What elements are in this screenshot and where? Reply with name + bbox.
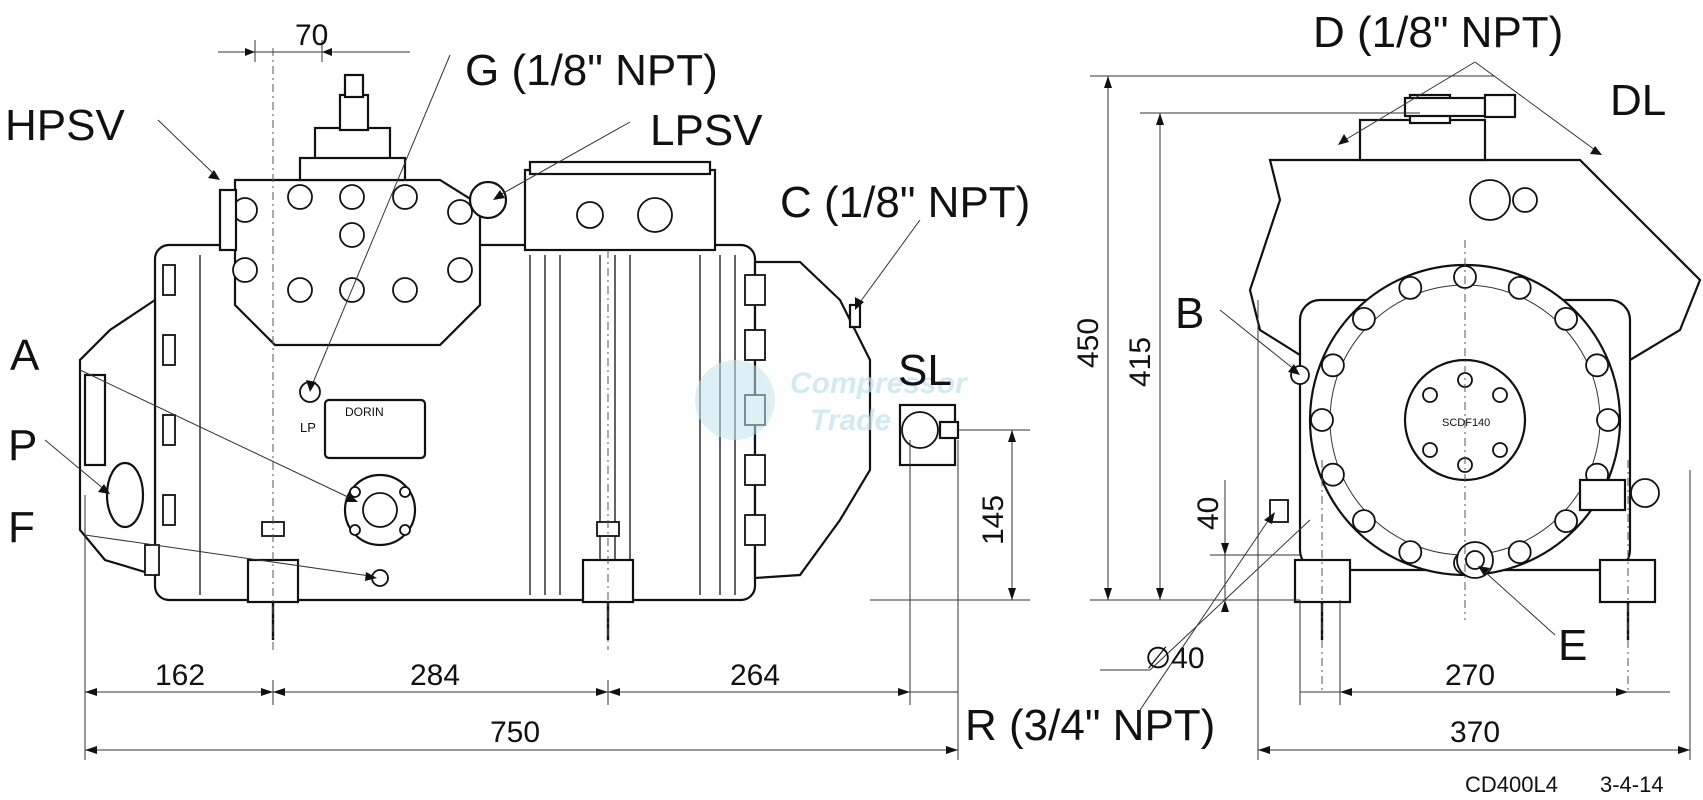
head-bolt bbox=[392, 277, 418, 303]
nameplate-text: DORIN bbox=[345, 405, 384, 419]
head-bolt bbox=[287, 277, 313, 303]
dimension-values: 70 162 284 264 750 145 450 415 40 ∅40 27… bbox=[155, 19, 1500, 749]
labels: HPSV G (1/8" NPT) LPSV C (1/8" NPT) A P … bbox=[5, 8, 1666, 750]
lp-label: LP bbox=[300, 420, 316, 435]
disk-bolt bbox=[1507, 275, 1532, 300]
head-bolt bbox=[287, 184, 313, 210]
terminal-box-lid bbox=[528, 160, 712, 176]
head-bolt bbox=[232, 257, 258, 283]
suction-nipple bbox=[938, 420, 960, 440]
dim-415: 415 bbox=[1124, 337, 1157, 387]
mount-bolt bbox=[1269, 499, 1289, 523]
disk-bolt bbox=[1352, 306, 1376, 331]
label-dl: DL bbox=[1610, 76, 1666, 125]
terminal-box bbox=[523, 168, 717, 252]
disk-bolt bbox=[1321, 462, 1345, 487]
pressure-port-p bbox=[105, 461, 145, 529]
nameplate bbox=[323, 398, 427, 460]
front-head-fitting bbox=[1469, 179, 1511, 221]
suction-port-sl bbox=[901, 411, 939, 449]
dim-40: 40 bbox=[1192, 497, 1225, 530]
dim-264: 264 bbox=[730, 659, 780, 692]
disk-bolt bbox=[1554, 306, 1578, 331]
disk-bolt bbox=[1585, 353, 1609, 378]
label-hpsv: HPSV bbox=[5, 101, 125, 150]
sight-glass-lens bbox=[362, 492, 398, 528]
discharge-valve-flange bbox=[298, 156, 407, 182]
end-bell-bolt bbox=[744, 514, 766, 546]
label-e: E bbox=[1558, 621, 1587, 670]
dim-diameter-40: ∅40 bbox=[1145, 642, 1205, 675]
label-r: R (3/4" NPT) bbox=[965, 701, 1215, 750]
discharge-valve-block bbox=[313, 126, 392, 162]
watermark-line-1: Compressor bbox=[790, 367, 969, 400]
drawing-footer: CD400L4 3-4-14 bbox=[1465, 772, 1664, 797]
label-p: P bbox=[8, 421, 37, 470]
dim-284: 284 bbox=[410, 659, 460, 692]
lpsv-fitting bbox=[468, 180, 508, 220]
head-bolt bbox=[447, 199, 473, 225]
dim-750: 750 bbox=[490, 716, 540, 749]
label-g: G (1/8" NPT) bbox=[465, 46, 718, 95]
label-f: F bbox=[8, 503, 35, 552]
disk-bolt bbox=[1398, 540, 1423, 564]
end-bell-bolt bbox=[744, 274, 766, 306]
dim-162: 162 bbox=[155, 659, 205, 692]
head-bolt bbox=[339, 222, 365, 248]
motor-end-bell bbox=[753, 260, 872, 580]
disk-bolt bbox=[1321, 353, 1345, 378]
terminal-knockout bbox=[637, 197, 673, 233]
disk-bolt bbox=[1352, 509, 1376, 533]
front-discharge-valve bbox=[1358, 118, 1487, 162]
dim-145: 145 bbox=[977, 495, 1010, 545]
front-sensor bbox=[1578, 478, 1627, 512]
discharge-valve-cap bbox=[343, 73, 365, 99]
dimension-lines bbox=[84, 40, 1691, 760]
label-sl: SL bbox=[898, 346, 952, 395]
discharge-valve-stem bbox=[338, 93, 370, 132]
head-bolt bbox=[392, 184, 418, 210]
label-a: A bbox=[10, 331, 40, 380]
watermark-logo-icon bbox=[695, 360, 775, 440]
disk-bolt bbox=[1596, 408, 1620, 432]
label-b: B bbox=[1175, 289, 1204, 338]
front-view: SCDF140 bbox=[1248, 93, 1702, 690]
watermark-line-2: Trade bbox=[810, 404, 891, 437]
disk-ring-bolts bbox=[1310, 265, 1620, 575]
pump-flange bbox=[83, 373, 107, 467]
drawing-date: 3-4-14 bbox=[1600, 772, 1664, 797]
terminal-knockout bbox=[576, 201, 604, 229]
label-c: C (1/8" NPT) bbox=[780, 178, 1030, 227]
watermark: Compressor Trade bbox=[695, 360, 969, 440]
dl-fitting bbox=[1483, 93, 1517, 119]
disk-bolt bbox=[1398, 275, 1423, 300]
label-d: D (1/8" NPT) bbox=[1313, 8, 1563, 57]
end-bell-bolt bbox=[744, 454, 766, 486]
hub-text: SCDF140 bbox=[1442, 417, 1490, 429]
head-bolt bbox=[339, 184, 365, 210]
dim-370: 370 bbox=[1450, 716, 1500, 749]
dim-270: 270 bbox=[1445, 659, 1495, 692]
cylinder-head bbox=[233, 178, 482, 347]
side-view: DORIN LP bbox=[78, 48, 960, 650]
disk-bolt bbox=[1507, 540, 1532, 564]
drawing-code: CD400L4 bbox=[1465, 772, 1558, 797]
disk-bolt bbox=[1310, 408, 1334, 432]
label-lpsv: LPSV bbox=[650, 106, 763, 155]
dim-450: 450 bbox=[1072, 318, 1105, 368]
disk-bolt bbox=[1554, 509, 1578, 533]
end-bell-bolt bbox=[744, 329, 766, 361]
leader-lines bbox=[44, 54, 1602, 711]
head-bolt bbox=[447, 257, 473, 283]
dim-70: 70 bbox=[295, 19, 328, 52]
hpsv-fitting bbox=[218, 188, 238, 252]
